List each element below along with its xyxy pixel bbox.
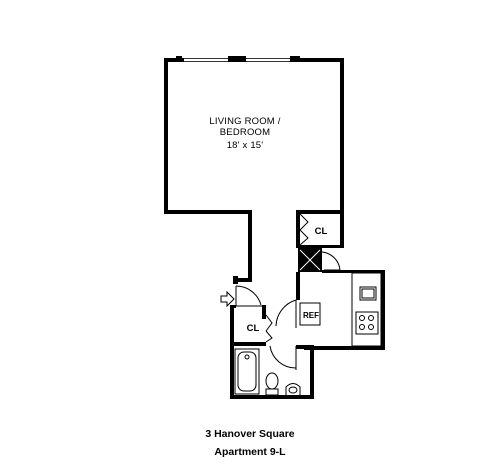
entry-arrow-icon <box>220 290 235 308</box>
living-room-label-line1: LIVING ROOM / <box>209 116 280 127</box>
doors <box>235 213 341 370</box>
refrigerator <box>299 302 321 326</box>
living-room-label-line2: BEDROOM <box>220 127 271 138</box>
shaft <box>299 249 321 271</box>
bathtub-icon <box>234 348 260 395</box>
bathroom-sink-icon <box>285 383 301 395</box>
address-caption: 3 Hanover Square <box>205 428 295 440</box>
toilet-icon <box>265 372 279 396</box>
apartment-caption: Apartment 9-L <box>214 446 286 458</box>
stove-icon <box>355 311 379 335</box>
closet-upper-label: CL <box>315 226 328 237</box>
living-room-dimensions: 18' x 15' <box>227 140 264 151</box>
closet-lower-label: CL <box>247 323 260 334</box>
kitchen-fixtures <box>351 272 382 347</box>
refrigerator-label: REF <box>303 311 319 320</box>
sink-icon <box>359 286 377 301</box>
bathroom-fixtures <box>234 348 301 396</box>
exterior-walls <box>164 56 385 399</box>
